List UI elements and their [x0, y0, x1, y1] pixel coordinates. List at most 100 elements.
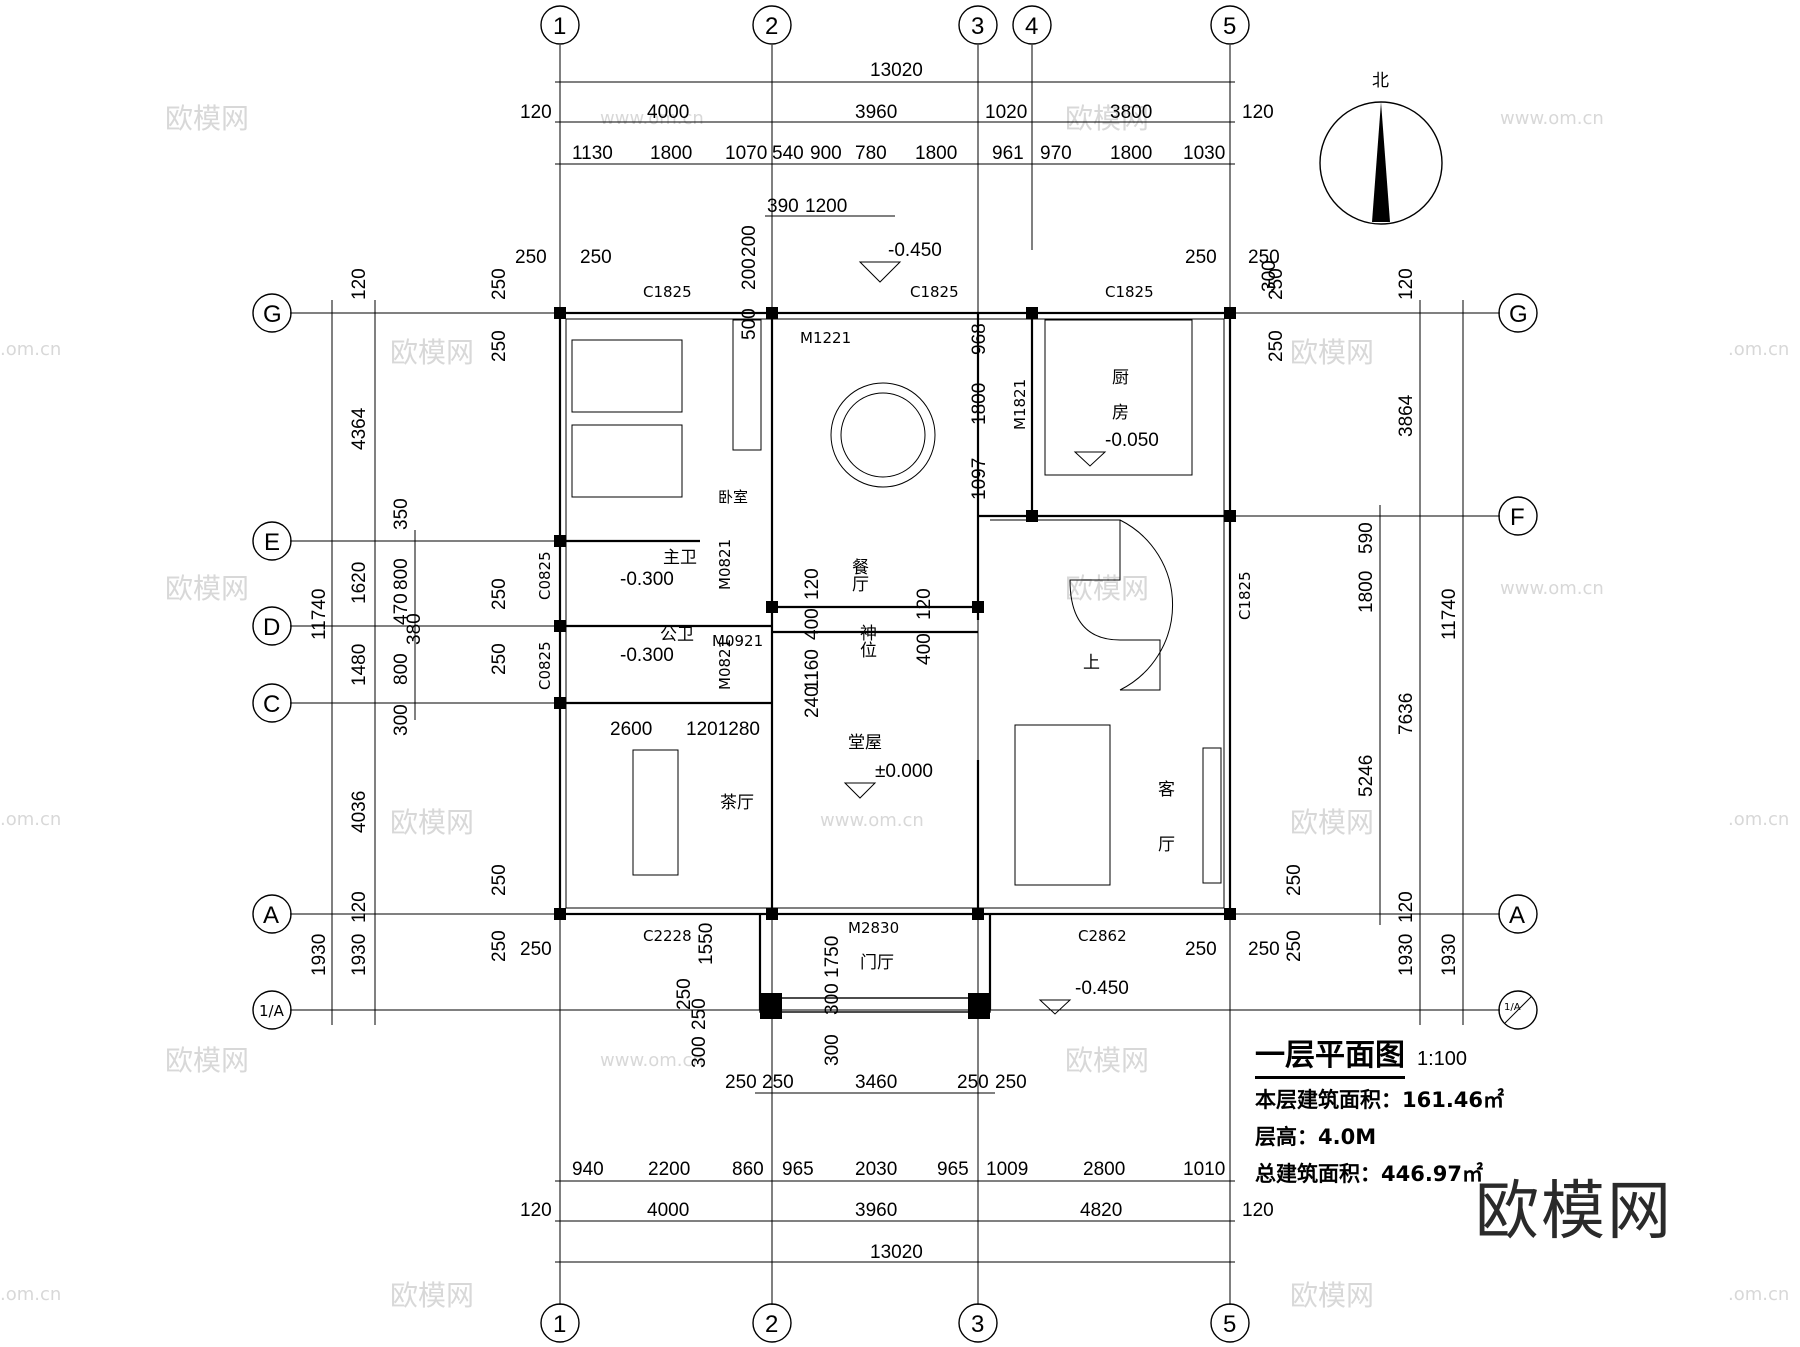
- dim-text: 300: [822, 1034, 843, 1066]
- dim-text: 250: [1266, 330, 1287, 362]
- watermark-url: www.om.cn: [820, 810, 924, 831]
- dim-text: 3960: [855, 1200, 897, 1221]
- dim-text: 4000: [647, 1200, 689, 1221]
- axis-label: 4: [1025, 13, 1038, 40]
- right-axis-bubbles: G F A 1/A: [1498, 293, 1538, 1030]
- axis-label: 5: [1223, 13, 1236, 40]
- watermark-url: .om.cn: [1728, 1284, 1789, 1305]
- level-text: -0.300: [620, 645, 674, 666]
- axis-label: 1: [553, 1311, 566, 1338]
- axis-label: E: [264, 529, 280, 556]
- watermark-text: 欧模网: [1065, 572, 1149, 605]
- dim-text: 970: [1040, 143, 1072, 164]
- watermark-text: 欧模网: [390, 1279, 474, 1312]
- window-label: C0825: [536, 641, 554, 690]
- door-label: M2830: [848, 919, 899, 937]
- dim-text: 1097: [969, 458, 990, 500]
- dim-text: 120: [802, 568, 823, 600]
- drawing-title: 一层平面图: [1255, 1030, 1405, 1079]
- dim-text: 470: [391, 593, 412, 625]
- watermark-url: .om.cn: [0, 809, 61, 830]
- dim-text: 11740: [309, 589, 330, 640]
- room-label: 卧室: [718, 488, 748, 506]
- top-axis-bubbles: 1 2 3 4 5: [540, 5, 1250, 45]
- axis-label: 2: [765, 13, 778, 40]
- axis-label: A: [1509, 902, 1525, 929]
- axis-label: G: [1509, 301, 1528, 328]
- dim-text: 250: [489, 330, 510, 362]
- window-label: C0825: [536, 551, 554, 600]
- dim-text: 1750: [822, 936, 843, 978]
- dim-text: 1030: [1183, 143, 1225, 164]
- dim-text: 4820: [1080, 1200, 1122, 1221]
- level-text: -0.450: [888, 240, 942, 261]
- dim-text: 250: [489, 930, 510, 962]
- dim-text: 500: [739, 308, 760, 340]
- axis-label: 2: [765, 1311, 778, 1338]
- dim-text: 300: [689, 1036, 710, 1068]
- dim-text: 1010: [1183, 1159, 1225, 1180]
- dim-text: 5246: [1356, 755, 1377, 797]
- watermark-url: .om.cn: [0, 1284, 61, 1305]
- dim-text: 250: [957, 1072, 989, 1093]
- room-label: 公卫: [660, 625, 694, 645]
- watermark-url: .om.cn: [1728, 339, 1789, 360]
- top-dimensions: 13020 120 4000 3960 1020 3800 120 1130 1…: [515, 60, 1280, 292]
- watermarks: 欧模网 www.om.cn 欧模网 www.om.cn .om.cn 欧模网 欧…: [0, 102, 1789, 1312]
- brand-logo-text: 欧模网: [1475, 1175, 1673, 1249]
- axis-label: G: [263, 301, 282, 328]
- dim-text: 1930: [1396, 934, 1417, 976]
- vertical-axis-lines: [559, 45, 1231, 1305]
- watermark-url: .om.cn: [0, 339, 61, 360]
- dim-text: 250: [580, 247, 612, 268]
- dim-text: 1930: [1439, 934, 1460, 976]
- room-label: 餐厅: [848, 558, 869, 592]
- dim-text: 120: [1396, 891, 1417, 923]
- watermark-text: 欧模网: [165, 1044, 249, 1077]
- dim-text: 1201280: [686, 719, 760, 740]
- door-label: M1221: [800, 329, 851, 347]
- columns: [554, 307, 1236, 1019]
- dim-text: 1800: [650, 143, 692, 164]
- room-label: 厅: [1158, 835, 1175, 855]
- axis-label: F: [1510, 504, 1525, 531]
- dim-text: 250: [995, 1072, 1027, 1093]
- dim-text: 250: [1266, 268, 1287, 300]
- dim-text: 120: [520, 1200, 552, 1221]
- right-dimensions: 11740 120 3864 7636 120 1930 1930 250 25…: [1185, 268, 1464, 1025]
- dim-text: 3460: [855, 1072, 897, 1093]
- door-label: M0921: [712, 632, 763, 650]
- door-label: M0821: [716, 539, 734, 590]
- level-text: -0.050: [1105, 430, 1159, 451]
- dim-text: 2600: [610, 719, 652, 740]
- drawing-scale: 1:100: [1417, 1048, 1468, 1070]
- axis-label: C: [263, 691, 280, 718]
- axis-label: 1/A: [1504, 1002, 1521, 1013]
- dim-text: 900: [810, 143, 842, 164]
- dim-text: 1200: [805, 196, 847, 217]
- room-label: 神位: [856, 624, 877, 658]
- dim-text: 1009: [986, 1159, 1028, 1180]
- watermark-url: .om.cn: [1728, 809, 1789, 830]
- total-area: 总建筑面积：446.97㎡: [1255, 1162, 1484, 1186]
- horizontal-axis-lines: [290, 312, 1500, 1011]
- opening-labels: C1825 C1825 C1825 M1221 M1821 C0825 C082…: [536, 283, 1254, 945]
- dim-text: 3864: [1396, 394, 1417, 437]
- furniture: [571, 319, 1222, 886]
- room-label: 房: [1112, 403, 1129, 423]
- room-labels: 卧室 主卫 公卫 餐厅 神位 厨 房 堂屋 茶厅 客 厅 门厅 上: [660, 368, 1175, 973]
- watermark-text: 欧模网: [1290, 336, 1374, 369]
- dim-text: 13020: [870, 1242, 923, 1263]
- misc-dimensions: 968 1800 1097 120 400 120 400 1160 240 2…: [610, 308, 990, 1068]
- axis-label: 1: [553, 13, 566, 40]
- watermark-text: 欧模网: [165, 102, 249, 135]
- dim-text: 940: [572, 1159, 604, 1180]
- dim-text: 1800: [969, 383, 990, 425]
- dim-text: 240: [802, 686, 823, 718]
- level-text: -0.300: [620, 569, 674, 590]
- dim-text: 860: [732, 1159, 764, 1180]
- dim-text: 400: [914, 633, 935, 665]
- dim-text: 300: [1259, 260, 1280, 292]
- dim-text: 250: [489, 643, 510, 675]
